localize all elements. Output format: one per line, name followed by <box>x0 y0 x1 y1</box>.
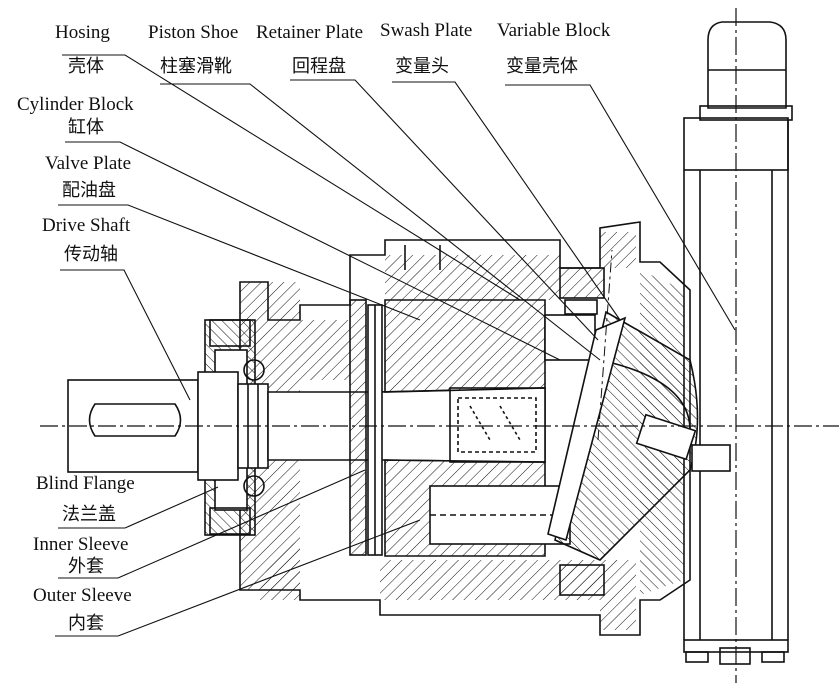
label-variable-block-zh: 变量壳体 <box>506 56 578 77</box>
label-drive-shaft-zh: 传动轴 <box>64 244 118 265</box>
label-retainer-plate-zh: 回程盘 <box>292 56 346 77</box>
label-hosing: Hosing <box>55 22 110 43</box>
label-retainer-plate: Retainer Plate <box>256 22 364 43</box>
cylinder-block-shape <box>384 299 598 557</box>
label-cylinder-block-zh: 缸体 <box>68 117 104 138</box>
label-blind-flange-zh: 法兰盖 <box>62 504 116 525</box>
label-valve-plate: Valve Plate <box>45 153 132 174</box>
label-swash-plate-zh: 变量头 <box>395 56 449 77</box>
variable-block-column <box>683 21 793 665</box>
label-cylinder-block: Cylinder Block <box>17 94 134 115</box>
label-outer-sleeve: Outer Sleeve <box>33 585 132 606</box>
label-swash-plate: Swash Plate <box>380 20 473 41</box>
label-drive-shaft: Drive Shaft <box>42 215 131 236</box>
swash-plate-shape <box>547 310 731 561</box>
label-valve-plate-zh: 配油盘 <box>62 180 116 201</box>
valve-plate-shape <box>367 304 383 556</box>
label-outer-sleeve-zh: 内套 <box>68 613 104 634</box>
leader-lines <box>55 54 736 637</box>
label-inner-sleeve-zh: 外套 <box>68 556 104 577</box>
label-piston-shoe: Piston Shoe <box>148 22 239 43</box>
label-hosing-zh: 壳体 <box>68 56 104 77</box>
label-piston-shoe-zh: 柱塞滑靴 <box>160 56 232 77</box>
label-inner-sleeve: Inner Sleeve <box>33 534 129 555</box>
label-variable-block: Variable Block <box>497 20 611 41</box>
label-blind-flange: Blind Flange <box>36 473 135 494</box>
retainer-plate-shape <box>349 267 605 596</box>
